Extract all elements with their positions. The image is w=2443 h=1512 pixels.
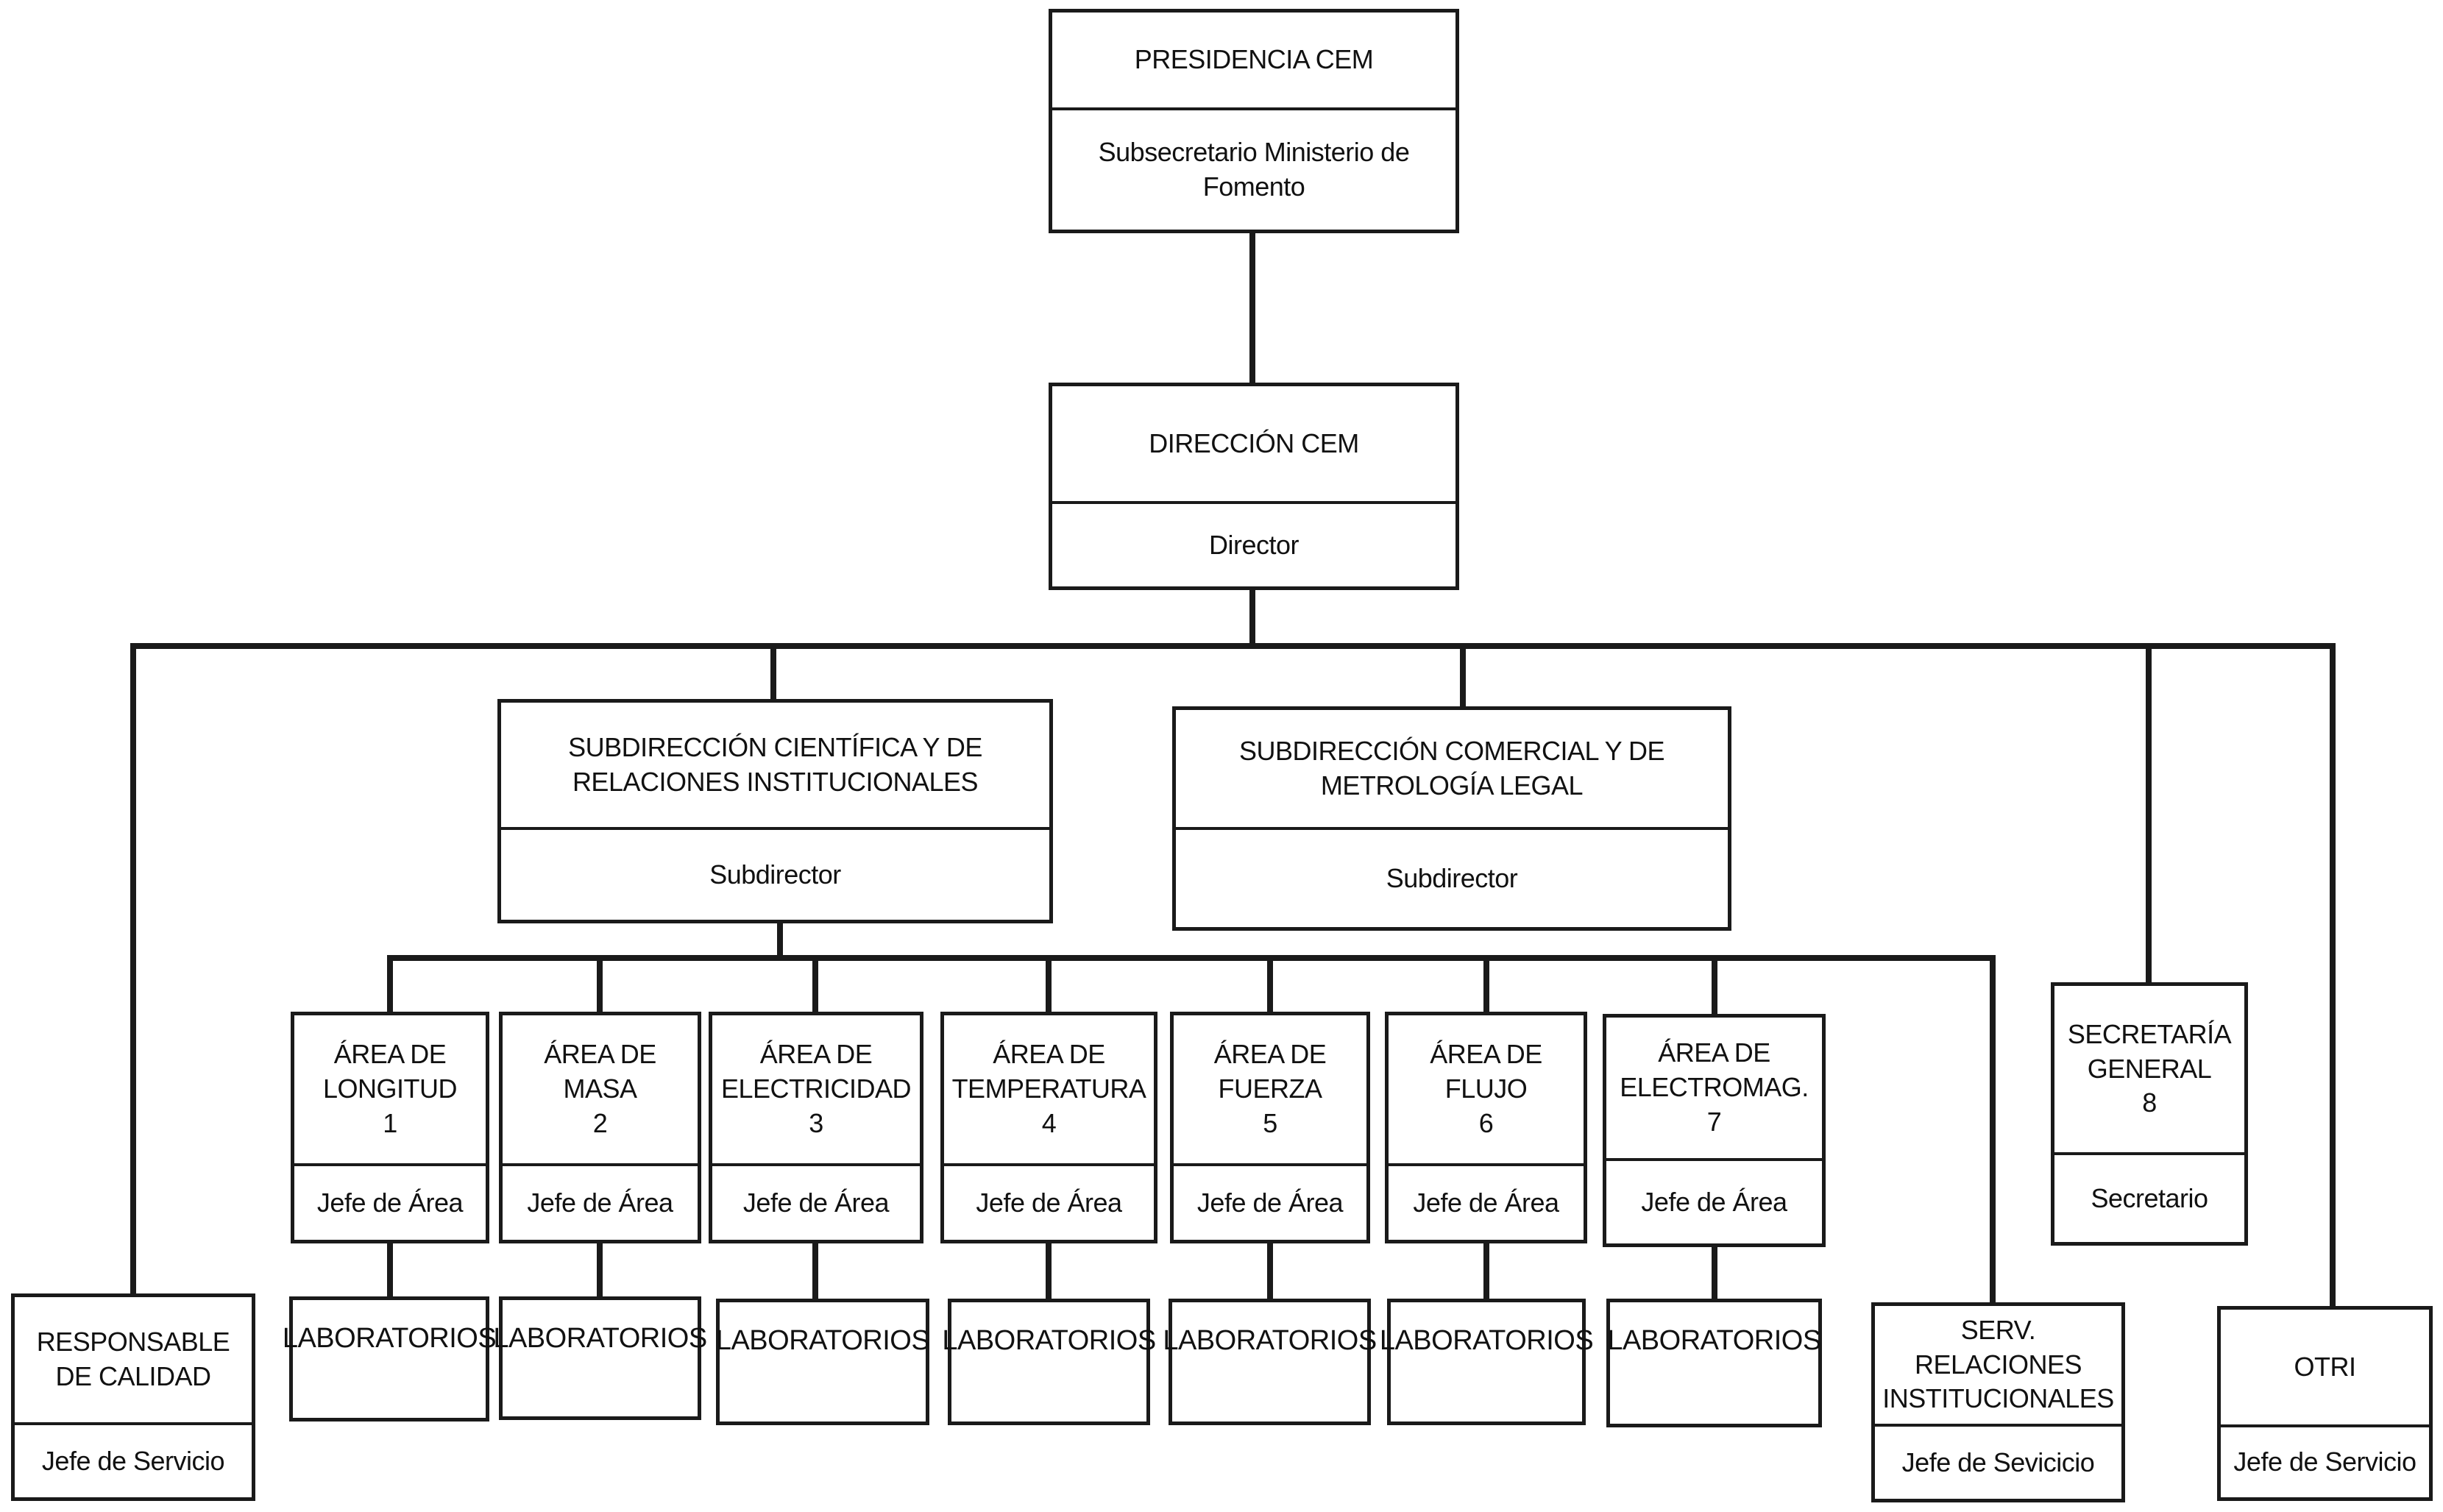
area-temperatura-role: Jefe de Área (944, 1163, 1154, 1240)
area-fuerza-title: ÁREA DE FUERZA 5 (1213, 1039, 1327, 1138)
area-electricidad-box: ÁREA DE ELECTRICIDAD 3 Jefe de Área (709, 1012, 923, 1243)
subdireccion-cientifica-box: SUBDIRECCIÓN CIENTÍFICA Y DE RELACIONES … (497, 699, 1053, 923)
secretaria-general-title: SECRETARÍA GENERAL 8 (2067, 1018, 2232, 1118)
serv-relaciones-title: SERV. RELACIONES INSTITUCIONALES (1882, 1314, 2114, 1414)
serv-relaciones-box: SERV. RELACIONES INSTITUCIONALES Jefe de… (1871, 1302, 2125, 1502)
otri-title: OTRI (2294, 1351, 2357, 1382)
area-fuerza-box: ÁREA DE FUERZA 5 Jefe de Área (1170, 1012, 1370, 1243)
subdireccion-cientifica-title: SUBDIRECCIÓN CIENTÍFICA Y DE RELACIONES … (568, 731, 982, 797)
laboratorios-flujo-label: LABORATORIOS (1379, 1325, 1594, 1356)
laboratorios-electromag-label: LABORATORIOS (1607, 1325, 1821, 1356)
responsable-calidad-role: Jefe de Servicio (15, 1422, 252, 1497)
presidencia-role: Subsecretario Ministerio de Fomento (1052, 107, 1455, 230)
laboratorios-temperatura-box: LABORATORIOS (942, 1299, 1156, 1425)
area-temperatura-box: ÁREA DE TEMPERATURA 4 Jefe de Área (940, 1012, 1157, 1243)
presidencia-box: PRESIDENCIA CEM Subsecretario Ministerio… (1049, 9, 1459, 233)
responsable-calidad-title: RESPONSABLE DE CALIDAD (36, 1327, 230, 1391)
area-electromag-title: ÁREA DE ELECTROMAG. 7 (1620, 1037, 1809, 1137)
area-temperatura-title: ÁREA DE TEMPERATURA 4 (951, 1039, 1146, 1138)
area-longitud-title: ÁREA DE LONGITUD 1 (322, 1039, 458, 1138)
subdireccion-comercial-role: Subdirector (1176, 827, 1728, 927)
area-electromag-box: ÁREA DE ELECTROMAG. 7 Jefe de Área (1603, 1014, 1826, 1247)
laboratorios-flujo-box: LABORATORIOS (1379, 1299, 1594, 1425)
area-flujo-role: Jefe de Área (1389, 1163, 1584, 1240)
area-electricidad-title: ÁREA DE ELECTRICIDAD 3 (720, 1039, 912, 1138)
secretaria-general-box: SECRETARÍA GENERAL 8 Secretario (2051, 982, 2248, 1246)
laboratorios-fuerza-box: LABORATORIOS (1163, 1299, 1377, 1425)
area-flujo-title: ÁREA DE FLUJO 6 (1430, 1039, 1542, 1138)
laboratorios-electromag-box: LABORATORIOS (1606, 1299, 1822, 1427)
responsable-calidad-box: RESPONSABLE DE CALIDAD Jefe de Servicio (11, 1293, 255, 1501)
area-electromag-role: Jefe de Área (1606, 1158, 1822, 1243)
otri-role: Jefe de Servicio (2221, 1424, 2429, 1497)
serv-relaciones-role: Jefe de Sevicicio (1875, 1424, 2121, 1499)
laboratorios-longitud-box: LABORATORIOS (282, 1296, 497, 1422)
laboratorios-electricidad-box: LABORATORIOS (715, 1299, 930, 1425)
direccion-role: Director (1052, 501, 1455, 586)
area-longitud-role: Jefe de Área (294, 1163, 486, 1240)
area-masa-role: Jefe de Área (503, 1163, 698, 1240)
direccion-box: DIRECCIÓN CEM Director (1049, 383, 1459, 590)
laboratorios-masa-box: LABORATORIOS (493, 1296, 707, 1420)
subdireccion-cientifica-role: Subdirector (501, 827, 1049, 920)
area-electricidad-role: Jefe de Área (712, 1163, 920, 1240)
laboratorios-fuerza-label: LABORATORIOS (1163, 1325, 1377, 1356)
laboratorios-longitud-label: LABORATORIOS (282, 1323, 497, 1354)
subdireccion-comercial-title: SUBDIRECCIÓN COMERCIAL Y DE METROLOGÍA L… (1239, 735, 1664, 801)
area-flujo-box: ÁREA DE FLUJO 6 Jefe de Área (1385, 1012, 1587, 1243)
secretaria-general-role: Secretario (2054, 1152, 2244, 1242)
presidencia-title: PRESIDENCIA CEM (1134, 44, 1374, 75)
area-fuerza-role: Jefe de Área (1174, 1163, 1366, 1240)
subdireccion-comercial-box: SUBDIRECCIÓN COMERCIAL Y DE METROLOGÍA L… (1172, 706, 1731, 931)
area-masa-title: ÁREA DE MASA 2 (544, 1039, 656, 1138)
otri-box: OTRI Jefe de Servicio (2217, 1306, 2433, 1501)
laboratorios-temperatura-label: LABORATORIOS (942, 1325, 1156, 1356)
area-masa-box: ÁREA DE MASA 2 Jefe de Área (499, 1012, 701, 1243)
area-longitud-box: ÁREA DE LONGITUD 1 Jefe de Área (291, 1012, 489, 1243)
laboratorios-masa-label: LABORATORIOS (493, 1323, 707, 1354)
direccion-title: DIRECCIÓN CEM (1149, 427, 1359, 458)
laboratorios-electricidad-label: LABORATORIOS (715, 1325, 930, 1356)
